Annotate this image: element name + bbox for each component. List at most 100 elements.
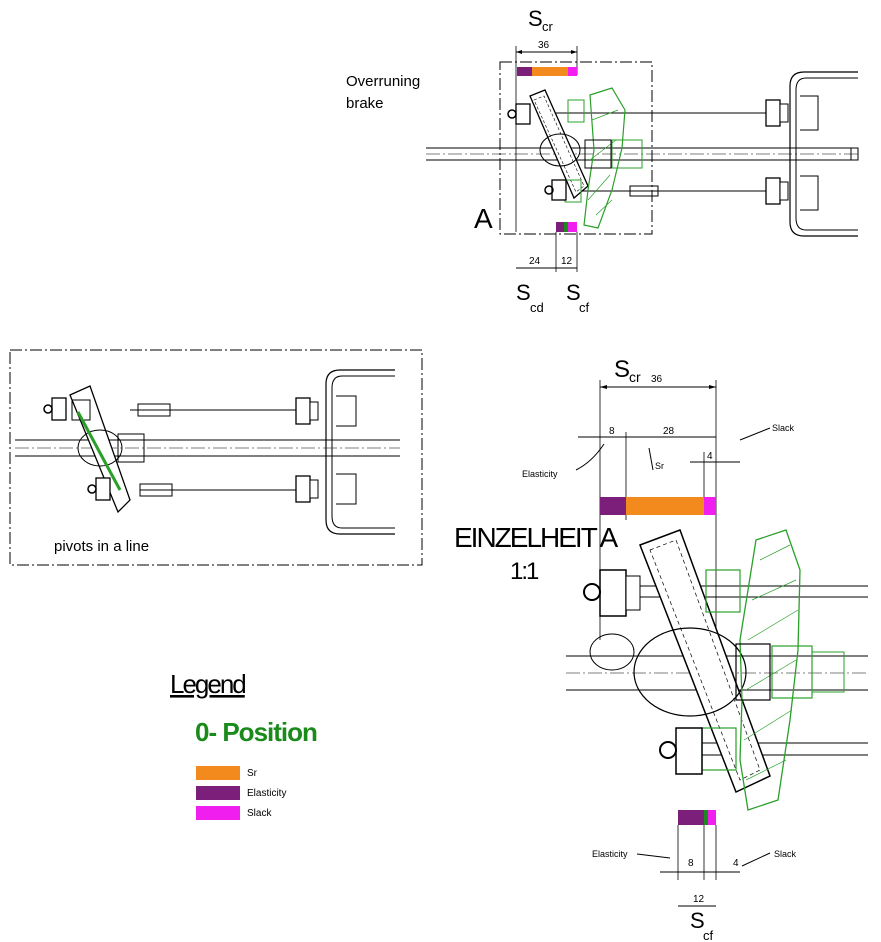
detail-scale: 1:1 (510, 558, 539, 585)
pivot-caption: pivots in a line (54, 538, 149, 555)
detail-washer-upper (625, 575, 641, 611)
pivot-boss (77, 429, 123, 467)
legend-label-slack: Slack (247, 808, 272, 819)
pivot-view: pivots in a line (9, 349, 423, 566)
detail-bottom-bar-zero (704, 810, 708, 825)
pivot-nut-right-upper (295, 397, 311, 425)
legend-label-sr: Sr (247, 768, 258, 779)
top-nut-lower-left (551, 179, 567, 201)
detail-dim-36: 36 (651, 374, 663, 385)
detail-bottom-slack: Slack (774, 849, 797, 859)
pivot-washer-right-upper (309, 401, 319, 421)
detail-dim-36-arrow-right (709, 385, 716, 389)
detail-slack-leader (739, 427, 771, 441)
overrunning-label-2: brake (346, 95, 384, 112)
detail-lever (639, 529, 771, 794)
top-bracket-outer (789, 71, 858, 237)
detail-green-nut-center-b (811, 651, 845, 693)
detail-nut-lower (675, 727, 703, 775)
pivot-bolt-upper (43, 404, 53, 414)
top-bottom-bar-elasticity (556, 222, 564, 232)
detail-bottom-slack-leader (741, 852, 771, 867)
detail-dim-28: 28 (663, 426, 675, 437)
detail-elasticity-label: Elasticity (522, 469, 558, 479)
detail-pivot-boss (633, 627, 747, 717)
pivot-bracket-tabs (336, 395, 357, 505)
pivot-frame (9, 349, 423, 566)
top-nut-upper-left (515, 103, 531, 125)
top-bracket-tabs (800, 95, 819, 211)
detail-bar-slack (704, 497, 716, 515)
rod-end (850, 147, 859, 161)
detail-boss-left (589, 633, 635, 671)
top-green-nut-center (611, 139, 643, 169)
detail-nut-upper (599, 569, 627, 617)
lower-rod-sleeve (629, 185, 659, 197)
top-s-cf-sub: cf (579, 300, 590, 315)
legend-subtitle: 0- Position (195, 717, 317, 747)
top-nut-lower-right (765, 177, 781, 205)
top-nut-upper-right (765, 99, 781, 127)
detail-center-nut (735, 643, 771, 701)
detail-slack-label: Slack (772, 423, 795, 433)
top-bottom-bar-slack (568, 222, 577, 232)
detail-bottom-dim-8: 8 (688, 858, 694, 869)
detail-title: EINZELHEIT A (454, 522, 619, 553)
top-dim-24: 24 (529, 256, 541, 267)
detail-s-cr-sub: cr (629, 369, 641, 385)
detail-dim-4: 4 (707, 451, 713, 462)
legend-swatch-elasticity (196, 786, 240, 800)
pivot-upper-sleeve (137, 403, 171, 417)
section-a-label: A (474, 203, 493, 234)
overrunning-label-1: Overruning (346, 73, 420, 90)
pivot-nut-right-lower (295, 475, 311, 503)
top-s-cd-sub: cd (530, 300, 544, 315)
pivot-nut-lower (95, 477, 111, 501)
legend-title: Legend (170, 669, 245, 699)
pivot-washer-right-lower (309, 479, 319, 499)
top-dim-arrow-left (516, 50, 522, 54)
top-green-plate (583, 87, 626, 229)
detail-s-cr-label: S (614, 356, 630, 383)
detail-sr-label: Sr (655, 461, 664, 471)
top-green-hatch (587, 109, 619, 216)
top-lever-inner (533, 95, 585, 193)
detail-bottom-elasticity: Elasticity (592, 849, 628, 859)
top-bolt-head-lower (544, 185, 554, 195)
top-dim-12: 12 (561, 256, 573, 267)
top-pivot-boss (539, 133, 581, 167)
legend: Legend 0- Position Sr Elasticity Slack (170, 669, 318, 820)
detail-dim-36-arrow-left (600, 385, 607, 389)
detail-green-nut-upper (705, 569, 741, 613)
top-s-cf-label: S (566, 280, 581, 305)
top-dim-36: 36 (538, 40, 550, 51)
top-bar-sr (532, 67, 568, 76)
top-dim-arrow-right (571, 50, 577, 54)
pivot-bolt-lower (87, 484, 97, 494)
pivot-center-nut (117, 433, 145, 463)
top-view: S cr 36 Overruning brake A (346, 6, 859, 315)
detail-sr-leader (648, 447, 654, 471)
detail-green-hatch (743, 544, 799, 781)
detail-bottom-s-cf-sub: cf (703, 928, 714, 942)
detail-bar-sr (626, 497, 704, 515)
detail-bolt-upper (583, 583, 601, 601)
detail-bolt-lower (659, 741, 677, 759)
detail-bottom-s-cf: S (690, 908, 705, 933)
detail-green-plate (739, 529, 801, 811)
top-s-cr-sub: cr (542, 19, 554, 34)
pivot-bracket-inner (331, 375, 395, 529)
pivot-bracket-outer (325, 369, 395, 535)
top-bracket-inner (795, 77, 858, 231)
detail-bottom-bar-elasticity (678, 810, 704, 825)
detail-elasticity-leader (575, 443, 605, 471)
top-washer-lower-right (779, 181, 789, 201)
top-bar-slack (568, 67, 577, 76)
detail-bottom-elasticity-leader (636, 853, 671, 859)
detail-bottom-dim-12: 12 (693, 894, 705, 905)
pivot-nut-upper (51, 397, 67, 421)
detail-dim-8: 8 (609, 426, 615, 437)
legend-swatch-sr (196, 766, 240, 780)
legend-label-elasticity: Elasticity (247, 788, 286, 799)
top-bolt-head-upper (507, 109, 517, 119)
